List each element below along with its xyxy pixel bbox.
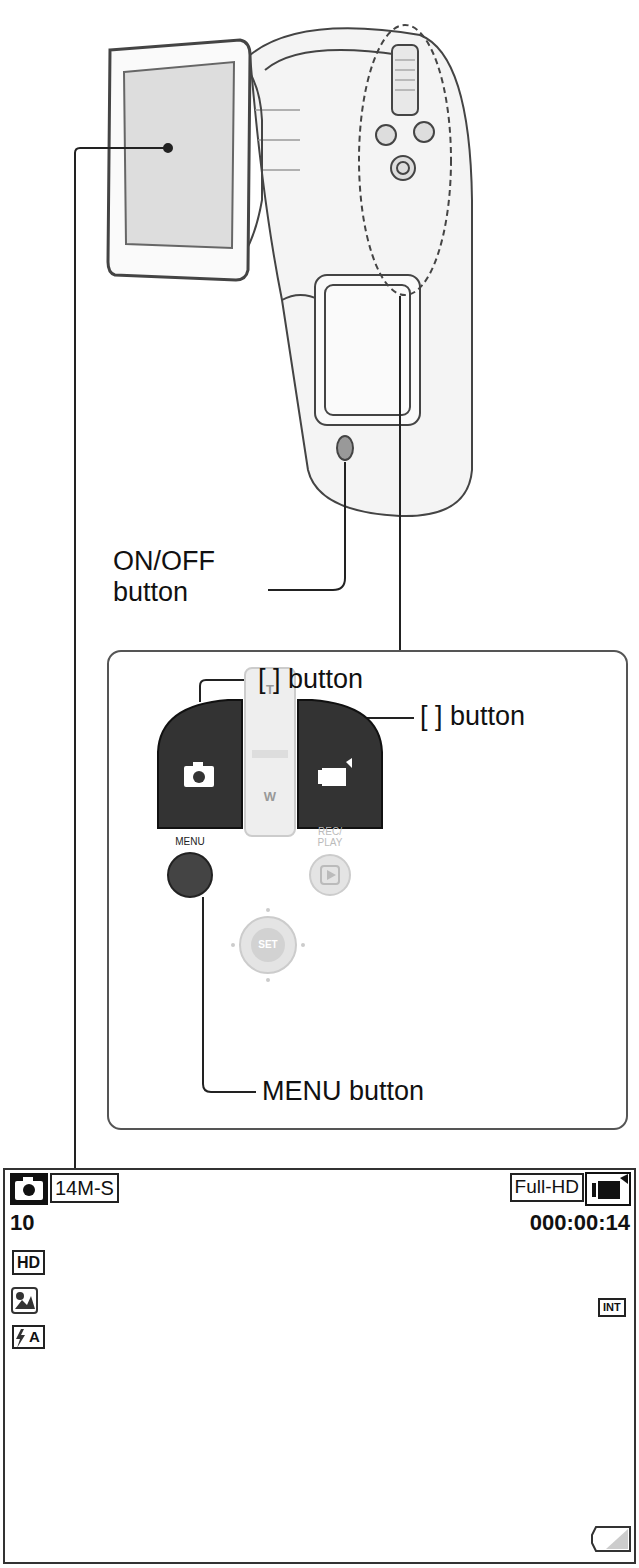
button-mark: SET	[253, 939, 283, 951]
recording-time: 000:00:14	[530, 1210, 630, 1235]
button-panel-art	[158, 668, 382, 982]
screen-display: 14M-S 10 Full-HD 000:00:14HD A INT	[3, 1168, 636, 1564]
button-label: [ ] button	[420, 701, 525, 732]
photo-size-icon: 14M-S	[50, 1173, 119, 1203]
button-mark: REC/ PLAY	[308, 826, 352, 848]
video-mode-icon: Full-HD	[510, 1173, 584, 1202]
zoom-mark: W	[255, 790, 285, 805]
shots-remaining: 10	[10, 1210, 34, 1235]
button-label: MENU button	[262, 1076, 424, 1107]
button-mark: MENU	[165, 836, 215, 848]
button-callout-panel: [ ] button[ ] buttonTWMENUREC/ PLAYMENU …	[107, 650, 628, 1130]
flash-icon: A	[12, 1325, 45, 1349]
part-label: ON/OFF button	[113, 546, 263, 608]
memory-icon: INT	[598, 1298, 626, 1317]
camcorder	[108, 25, 472, 516]
zoom-mark: T	[255, 683, 285, 698]
leader-lines	[75, 144, 414, 1168]
hd-icon: HD	[12, 1250, 45, 1275]
screen-icons	[10, 1173, 630, 1551]
